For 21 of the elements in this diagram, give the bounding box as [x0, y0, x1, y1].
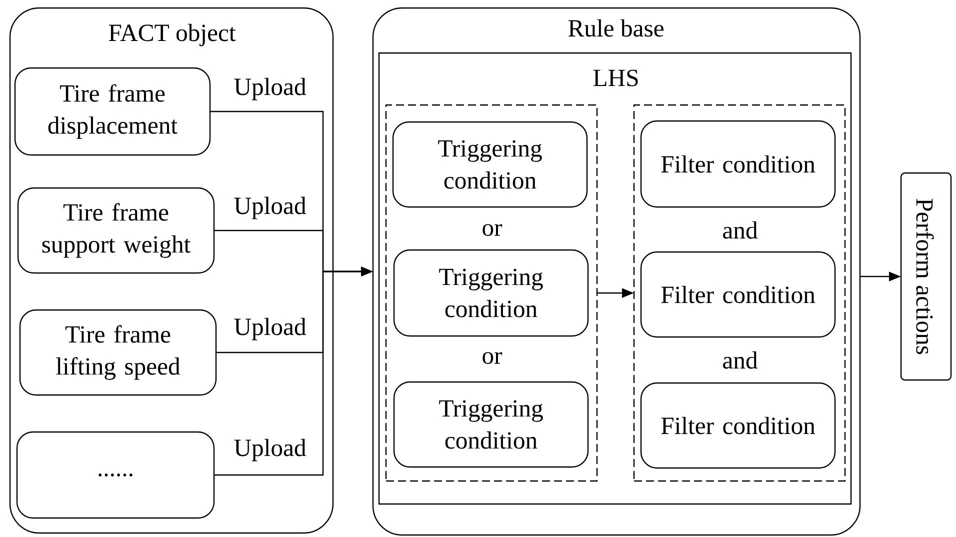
edge-label: Upload: [232, 196, 308, 221]
edge-label: Upload: [232, 316, 308, 342]
connector-word: or: [482, 224, 502, 236]
dashed-group-box: [633, 104, 846, 482]
rounded-box: Triggering condition: [392, 121, 588, 208]
edge-label: Upload: [232, 76, 308, 102]
rounded-box: Triggering condition: [393, 381, 589, 468]
connector-word: or: [482, 352, 502, 364]
rounded-box: Tire frame lifting speed: [19, 309, 217, 396]
edge-label: Upload: [232, 438, 308, 463]
rounded-box: ......: [16, 431, 215, 519]
rounded-box: Filter condition: [640, 120, 836, 208]
rounded-box: Filter condition: [640, 382, 836, 469]
rotated-box: Perform actions: [900, 172, 952, 381]
connector-word: and: [723, 351, 758, 369]
rounded-box: Filter condition: [640, 251, 836, 338]
connector-word: and: [723, 221, 758, 239]
rounded-box: Tire frame support weight: [17, 187, 215, 274]
rounded-box: Tire frame displacement: [14, 67, 211, 156]
rounded-box: Triggering condition: [393, 249, 589, 337]
dashed-group-box: [385, 104, 598, 482]
